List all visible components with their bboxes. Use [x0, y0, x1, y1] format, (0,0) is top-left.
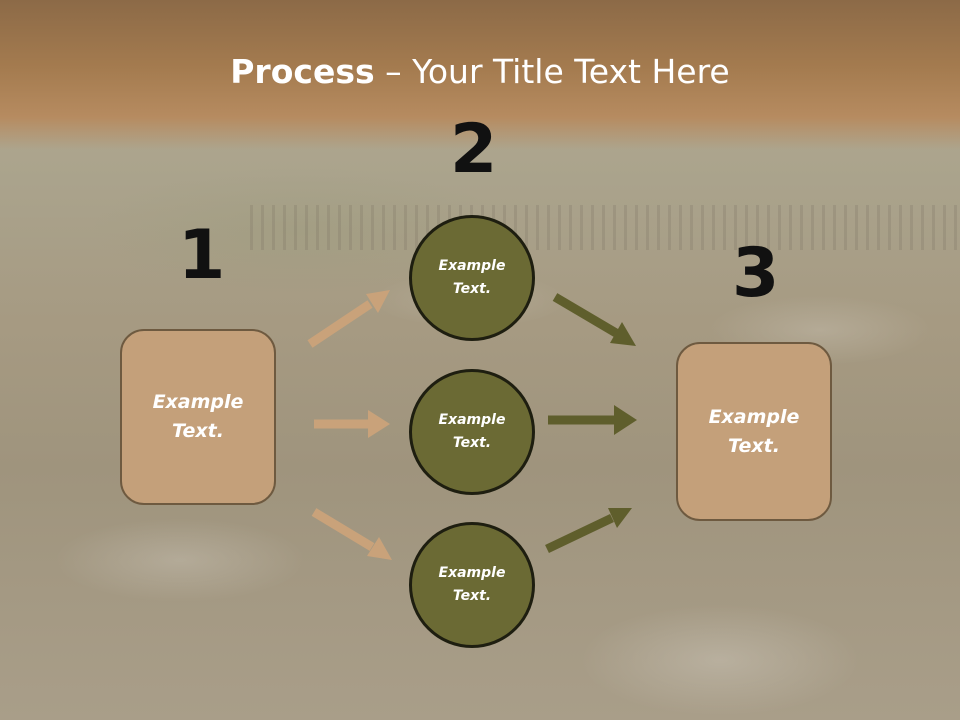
- circle-3-line-2: Text.: [452, 588, 492, 604]
- step-number-1: 1: [178, 216, 226, 295]
- right-box-line-2: Text.: [728, 434, 780, 457]
- circle-2-line-1: Example: [438, 412, 506, 428]
- arrow-out-top: [552, 293, 636, 346]
- title-band: [0, 0, 960, 150]
- arrow-in-bottom: [311, 508, 392, 560]
- step-number-3: 3: [732, 234, 780, 313]
- left-box-line-1: Example: [152, 391, 244, 413]
- slide-title: Process – Your Title Text Here: [0, 52, 960, 91]
- circle-1-line-1: Example: [438, 258, 506, 274]
- arrow-in-top: [307, 290, 390, 348]
- arrow-in-middle: [314, 410, 390, 438]
- circle-node-1: Example Text.: [409, 215, 535, 341]
- title-rest: – Your Title Text Here: [374, 52, 730, 91]
- arrow-out-bottom: [545, 508, 632, 554]
- left-text-box: Example Text.: [120, 329, 276, 505]
- circle-3-line-1: Example: [438, 565, 506, 581]
- right-text-box: Example Text.: [676, 342, 832, 521]
- arrow-out-middle: [548, 405, 637, 435]
- circle-1-line-2: Text.: [452, 281, 492, 297]
- right-box-line-1: Example: [708, 405, 800, 428]
- step-number-2: 2: [450, 110, 498, 189]
- title-bold: Process: [230, 52, 375, 91]
- circle-2-line-2: Text.: [452, 435, 492, 451]
- left-box-line-2: Text.: [172, 420, 224, 442]
- circle-node-2: Example Text.: [409, 369, 535, 495]
- background-fence: [250, 205, 960, 250]
- circle-node-3: Example Text.: [409, 522, 535, 648]
